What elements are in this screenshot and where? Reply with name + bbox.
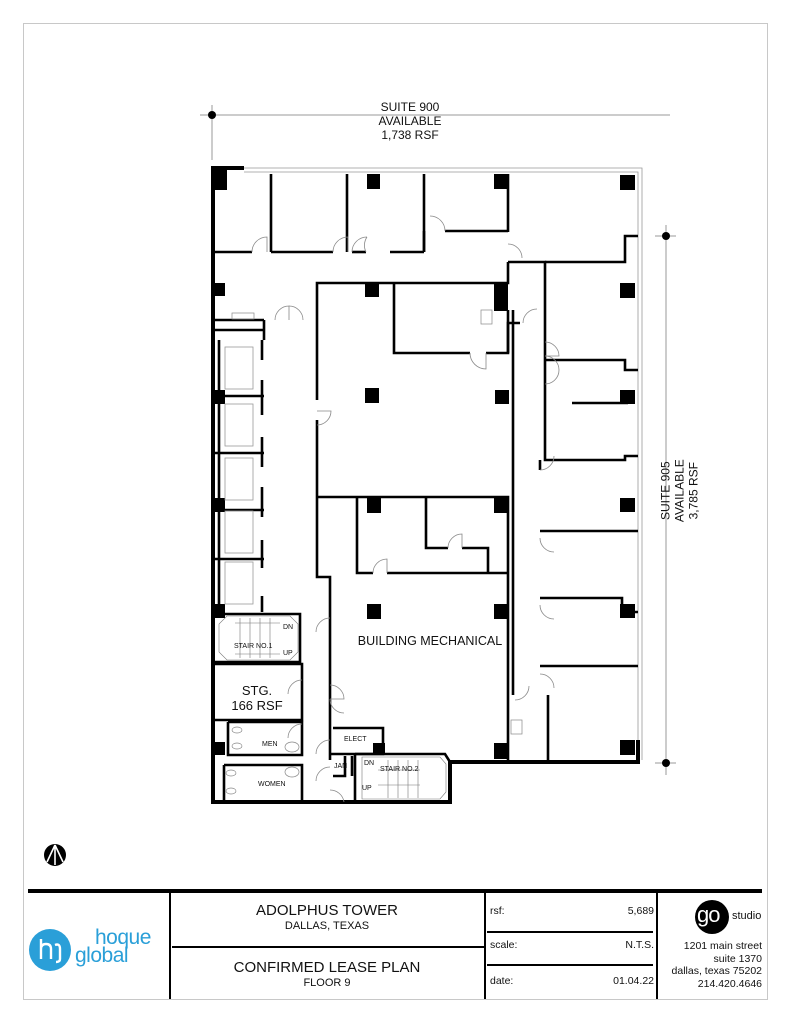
dimension-lines [200,105,676,775]
title-block-divider [169,893,171,999]
studio-logo-word: studio [732,910,762,922]
suite-900-status: AVAILABLE [378,113,442,128]
interior-walls [215,174,638,802]
studio-address-line2: suite 1370 [713,952,762,965]
suite-905-status: AVAILABLE [672,459,687,523]
project-location: DALLAS, TEXAS [284,920,370,932]
date-value: 01.04.22 [613,975,654,987]
curtain-wall [244,167,643,760]
stair-2-dn: DN [364,760,375,767]
plan-title: CONFIRMED LEASE PLAN [233,959,421,976]
plumbing-fixtures [225,309,523,795]
floor-plan [200,105,676,804]
studio-logo-circle [695,900,729,934]
stair-treads [218,615,447,800]
suite-905-area: 3,785 RSF [685,462,700,520]
rsf-label: rsf: [490,905,505,917]
studio-address-line3: dallas, texas 75202 [671,965,762,978]
women-restroom-label: WOMEN [258,781,286,788]
plan-floor: FLOOR 9 [303,977,351,989]
jan-room-label: JAN [334,763,348,770]
studio-address: 1201 main street suite 1370 dallas, texa… [658,940,762,990]
hg-monogram-icon [29,929,71,971]
title-block: hoque global ADOLPHUS TOWER DALLAS, TEXA… [28,889,762,999]
elevator-cabs [224,346,254,605]
title-block-divider [656,893,658,999]
storage-area: 166 RSF [231,697,283,713]
men-restroom-label: MEN [262,741,278,748]
door-swings [251,215,560,803]
structural-columns [213,170,635,759]
stair-2-label: STAIR NO.2 [380,766,419,773]
stair-1-label: STAIR NO.1 [234,643,273,650]
studio-logo-mark: go [697,902,721,927]
storage-label: STG. 166 RSF [214,683,300,714]
suite-905-name: SUITE 905 [658,461,673,521]
scale-value: N.T.S. [625,939,654,951]
suite-900-name: SUITE 900 [380,100,440,114]
stair-1-up: UP [283,650,293,657]
rsf-value: 5,689 [627,905,654,917]
suite-900-area: 1,738 RSF [381,127,439,142]
north-arrow-icon [44,844,66,866]
stair-1-dn: DN [283,624,294,631]
studio-phone: 214.420.4646 [697,977,762,990]
drawing-sheet-border [23,23,768,1000]
building-mechanical-label: BUILDING MECHANICAL [357,634,503,648]
title-block-rule [487,931,653,933]
title-block-rule [172,946,484,948]
storage-name: STG. [241,683,273,698]
suite-905-label: SUITE 905 AVAILABLE 3,785 RSF [658,411,700,571]
client-logo-word-2: global [75,944,129,967]
studio-address-line1: 1201 main street [683,940,762,952]
dimension-markers [208,111,670,767]
title-block-divider [484,893,486,999]
scale-label: scale: [490,939,518,951]
stair-2-up: UP [362,785,372,792]
elect-room-label: ELECT [344,736,367,743]
title-block-rule [487,964,653,966]
suite-900-label: SUITE 900 AVAILABLE 1,738 RSF [330,100,490,142]
client-logo-word-1: hoque [95,926,151,949]
date-label: date: [490,975,514,987]
project-name: ADOLPHUS TOWER [256,902,398,919]
title-block-top-rule [28,889,762,893]
